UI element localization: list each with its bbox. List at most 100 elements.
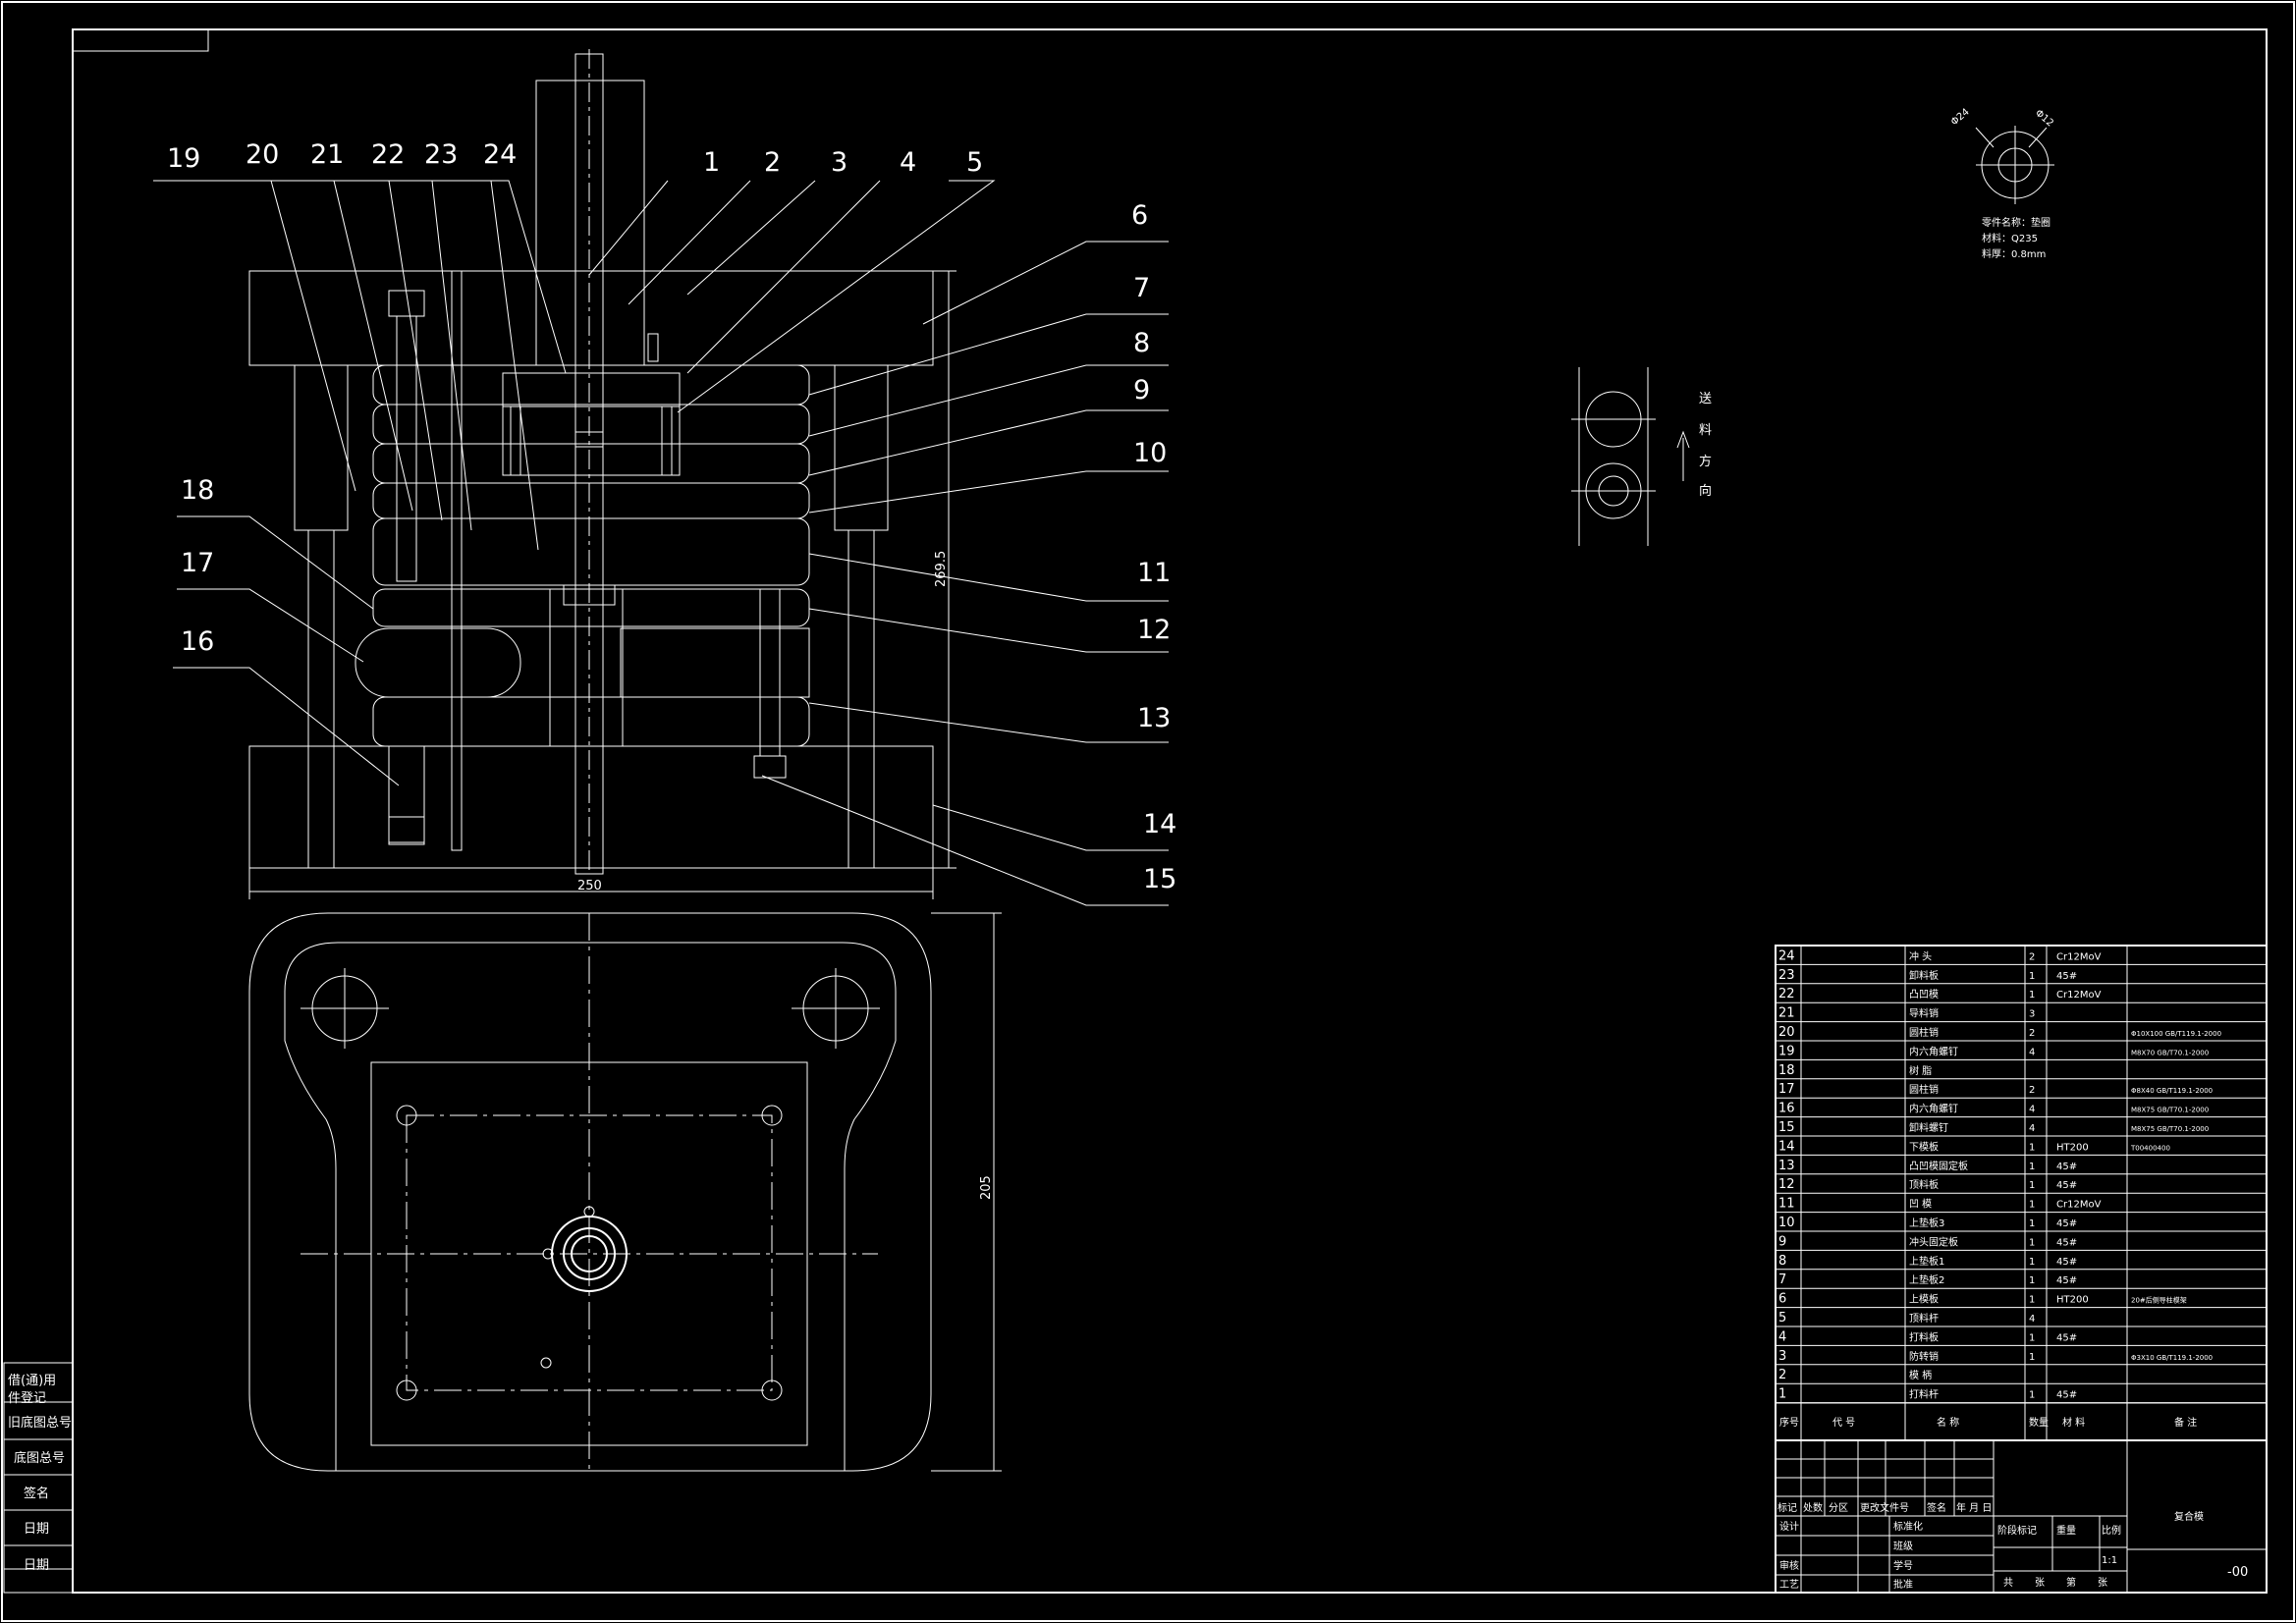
callout-15: 15 [1143,864,1176,894]
drawing-frame [72,28,2268,1594]
bom-cell-qty: 1 [2029,1352,2035,1363]
bom-cell-mat: HT200 [2056,1142,2089,1153]
bom-header-qty: 数量 [2029,1416,2049,1429]
bom-header-mat: 材 料 [2062,1416,2085,1429]
bom-cell-mat: 45# [2056,1180,2077,1191]
dim-width: 250 [577,879,602,893]
bom-cell-qty: 1 [2029,1237,2035,1248]
bom-cell-qty: 1 [2029,1257,2035,1268]
bom-cell-name: 上垫板3 [1909,1217,1944,1229]
part-dim-outer: Φ24 [1949,107,1972,129]
bom-cell-qty: 1 [2029,971,2035,982]
strip-label: 借(通)用 [8,1374,56,1388]
strip-layout [1571,367,1690,546]
bom-cell-name: 模 柄 [1909,1369,1932,1381]
bom-cell-mat: HT200 [2056,1295,2089,1306]
bom-cell-qty: 1 [2029,1162,2035,1172]
bom-cell-no: 13 [1778,1159,1795,1173]
bom-cell-no: 20 [1778,1025,1795,1040]
callout-20: 20 [246,139,279,170]
strip-label: 旧底图总号 [8,1415,72,1431]
callout-18: 18 [181,475,214,506]
rev-label: 处数 [1803,1501,1823,1514]
bom-cell-no: 11 [1778,1197,1795,1212]
part-sketch [1975,126,2054,204]
bom-cell-no: 9 [1778,1234,1786,1249]
bom-cell-qty: 4 [2029,1123,2035,1134]
left-strip: 借(通)用 件登记 旧底图总号 底图总号 签名 日期 日期 [3,1362,74,1594]
bom-cell-no: 14 [1778,1139,1795,1154]
callout-23: 23 [424,139,458,170]
leader-lines [153,180,1169,906]
bom-header-note: 备 注 [2174,1416,2197,1429]
strip-label: 签名 [24,1486,49,1501]
sign-label: 设计 [1779,1520,1799,1533]
bom-cell-name: 圆柱销 [1909,1026,1939,1039]
rev-label: 签名 [1927,1501,1946,1514]
bom-cell-qty: 3 [2029,1009,2035,1020]
bom-cell-name: 冲头固定板 [1909,1235,1958,1248]
strip-label: 日期 [24,1558,49,1573]
callout-24: 24 [483,139,517,170]
bom-cell-no: 7 [1778,1272,1786,1287]
bom-cell-no: 4 [1778,1329,1786,1344]
bom-cell-name: 卸料螺钉 [1909,1121,1948,1134]
part-material: 材料：Q235 [1982,232,2038,244]
plan-view [248,912,1002,1472]
feed-char: 方 [1699,454,1712,469]
bom-cell-no: 24 [1778,948,1795,963]
callout-9: 9 [1133,375,1150,406]
title-block [1775,1439,2268,1594]
bom-cell-name: 下模板 [1909,1140,1939,1153]
bom-cell-note: M8X75 GB/T70.1-2000 [2131,1107,2209,1114]
strip-label: 件登记 [8,1391,46,1406]
bom-cell-mat: 45# [2056,1275,2077,1286]
bom-cell-mat: 45# [2056,1162,2077,1172]
bom-cell-note: T00400400 [2130,1144,2170,1152]
bom-cell-name: 圆柱销 [1909,1083,1939,1096]
callout-2: 2 [764,147,781,178]
bom-cell-no: 6 [1778,1292,1786,1307]
rev-label: 标记 [1777,1502,1797,1514]
bom-cell-qty: 1 [2029,1180,2035,1191]
bom-cell-name: 卸料板 [1909,969,1939,982]
bom-cell-no: 2 [1778,1368,1786,1382]
drawing-number: -00 [2227,1565,2248,1580]
bom-cell-mat: 45# [2056,1390,2077,1401]
bom-cell-mat: 45# [2056,1332,2077,1343]
callout-10: 10 [1133,438,1167,468]
sign-label: 批准 [1893,1578,1913,1591]
bom-cell-qty: 1 [2029,1142,2035,1153]
bom-cell-no: 18 [1778,1063,1795,1078]
bom-cell-no: 3 [1778,1349,1786,1364]
bom-cell-name: 树 脂 [1909,1064,1932,1077]
bom-cell-note: M8X75 GB/T70.1-2000 [2131,1125,2209,1133]
bom-cell-note: Φ8X40 GB/T119.1-2000 [2131,1087,2213,1095]
bom-cell-name: 导料销 [1909,1007,1939,1020]
callout-14: 14 [1143,809,1176,839]
bom-cell-name: 上模板 [1909,1293,1939,1306]
bom-cell-qty: 1 [2029,990,2035,1001]
bom-cell-note: Φ10X100 GB/T119.1-2000 [2131,1030,2221,1038]
stage-label: 比例 [2102,1524,2121,1537]
bom-header-no: 序号 [1779,1416,1799,1429]
bom-cell-mat: 45# [2056,971,2077,982]
bom-cell-no: 10 [1778,1216,1795,1230]
bom-cell-name: 顶料板 [1909,1178,1939,1191]
bom-cell-qty: 1 [2029,1200,2035,1211]
callout-22: 22 [371,139,405,170]
sign-label: 标准化 [1893,1520,1923,1533]
bom-cell-no: 1 [1778,1387,1786,1402]
bom-cell-name: 上垫板2 [1909,1273,1944,1286]
bom-cell-no: 22 [1778,987,1795,1001]
sheet-label: 张 [2098,1577,2107,1589]
bom-cell-name: 内六角螺钉 [1909,1045,1958,1057]
rev-label: 分区 [1829,1502,1848,1514]
bom-cell-no: 23 [1778,968,1795,983]
part-thickness: 料厚：0.8mm [1982,247,2046,260]
strip-label: 底图总号 [14,1450,65,1466]
callout-11: 11 [1137,558,1171,588]
callout-4: 4 [900,147,916,178]
sign-label: 工艺 [1779,1579,1799,1591]
